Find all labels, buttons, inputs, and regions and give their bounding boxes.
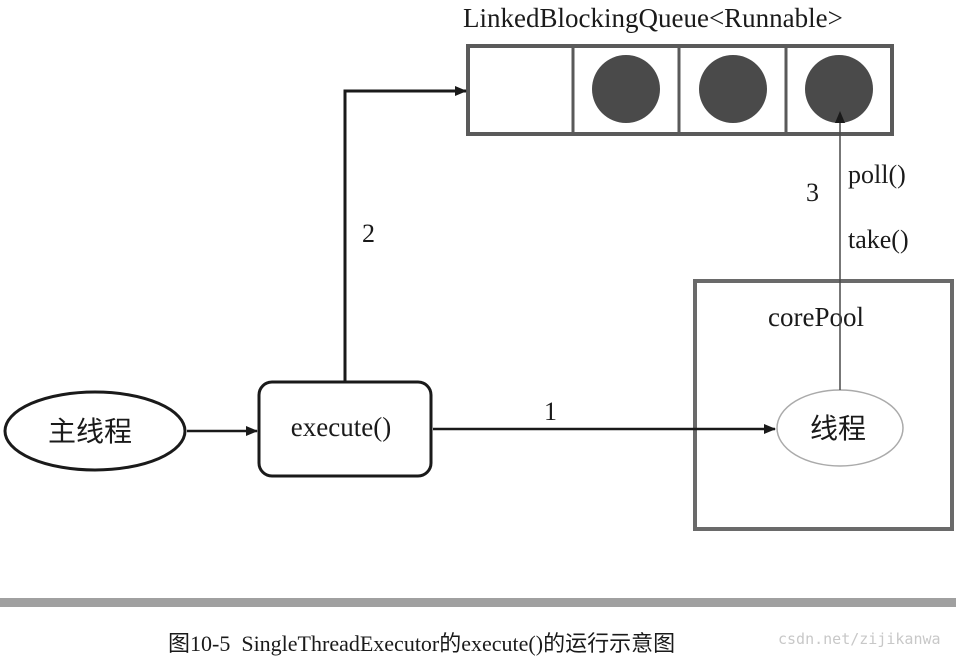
step3-label: 3	[806, 178, 819, 207]
figure-number: 图10-5	[168, 631, 231, 656]
core-pool-label: corePool	[768, 302, 864, 332]
caption-area: 图10-5 SingleThreadExecutor的execute()的运行示…	[0, 618, 956, 658]
step2-label: 2	[362, 219, 375, 248]
queue-title: LinkedBlockingQueue<Runnable>	[463, 3, 843, 33]
figure-caption-text: SingleThreadExecutor的execute()的运行示意图	[241, 631, 676, 656]
main-thread-node	[3, 390, 187, 472]
core-pool-box	[693, 279, 954, 531]
queue-task-2	[699, 55, 767, 123]
queue-task-3	[805, 55, 873, 123]
queue-task-1	[592, 55, 660, 123]
queue-box	[466, 44, 894, 136]
poll-label: poll()	[848, 160, 906, 189]
execute-node	[257, 380, 433, 478]
main-thread-label: 主线程	[48, 415, 132, 448]
figure-caption: 图10-5 SingleThreadExecutor的execute()的运行示…	[168, 626, 675, 658]
take-label: take()	[848, 225, 909, 254]
execute-label: execute()	[291, 412, 391, 442]
watermark: csdn.net/zijikanwa	[778, 630, 941, 648]
step1-label: 1	[544, 397, 557, 426]
caption-divider	[0, 598, 956, 607]
worker-thread-label: 线程	[810, 412, 866, 445]
arrow-step2	[343, 86, 467, 381]
